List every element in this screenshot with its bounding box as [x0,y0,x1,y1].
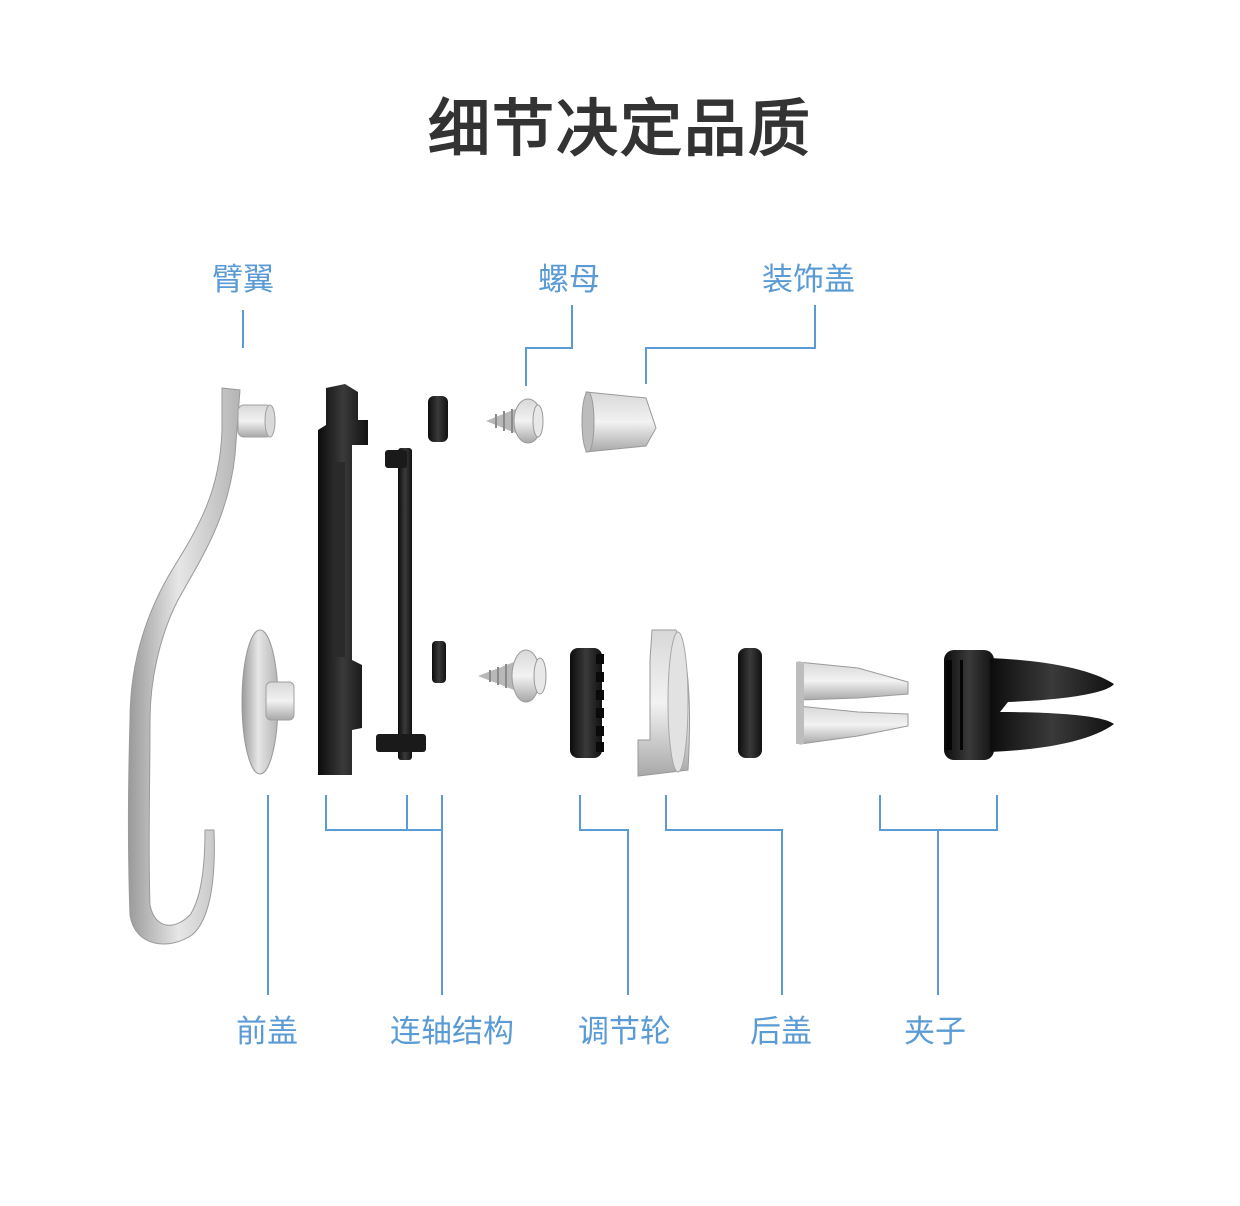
leader-back-cover [666,795,782,995]
adjust-wheel-part [570,648,604,758]
front-cover-part [242,630,294,774]
shaft-structure-part [318,384,448,775]
leader-decor-cap [646,305,815,384]
label-nut: 螺母 [538,254,600,299]
back-cover-part [638,630,762,776]
clip-part [796,650,1114,760]
label-back-cover: 后盖 [750,1006,812,1051]
leader-adjust-wheel [580,795,628,995]
label-front-cover: 前盖 [236,1006,298,1051]
label-adjust-wheel: 调节轮 [578,1006,671,1051]
nut-screws-part [478,399,546,702]
label-decor-cap: 装饰盖 [762,254,855,299]
label-shaft-structure: 连轴结构 [390,1006,514,1051]
leader-clip [880,795,997,830]
label-clip: 夹子 [904,1006,966,1051]
label-arm: 臂翼 [212,254,274,299]
leader-nut [526,305,572,386]
leader-shaft-structure [326,795,442,830]
decor-cap-part [582,392,656,452]
